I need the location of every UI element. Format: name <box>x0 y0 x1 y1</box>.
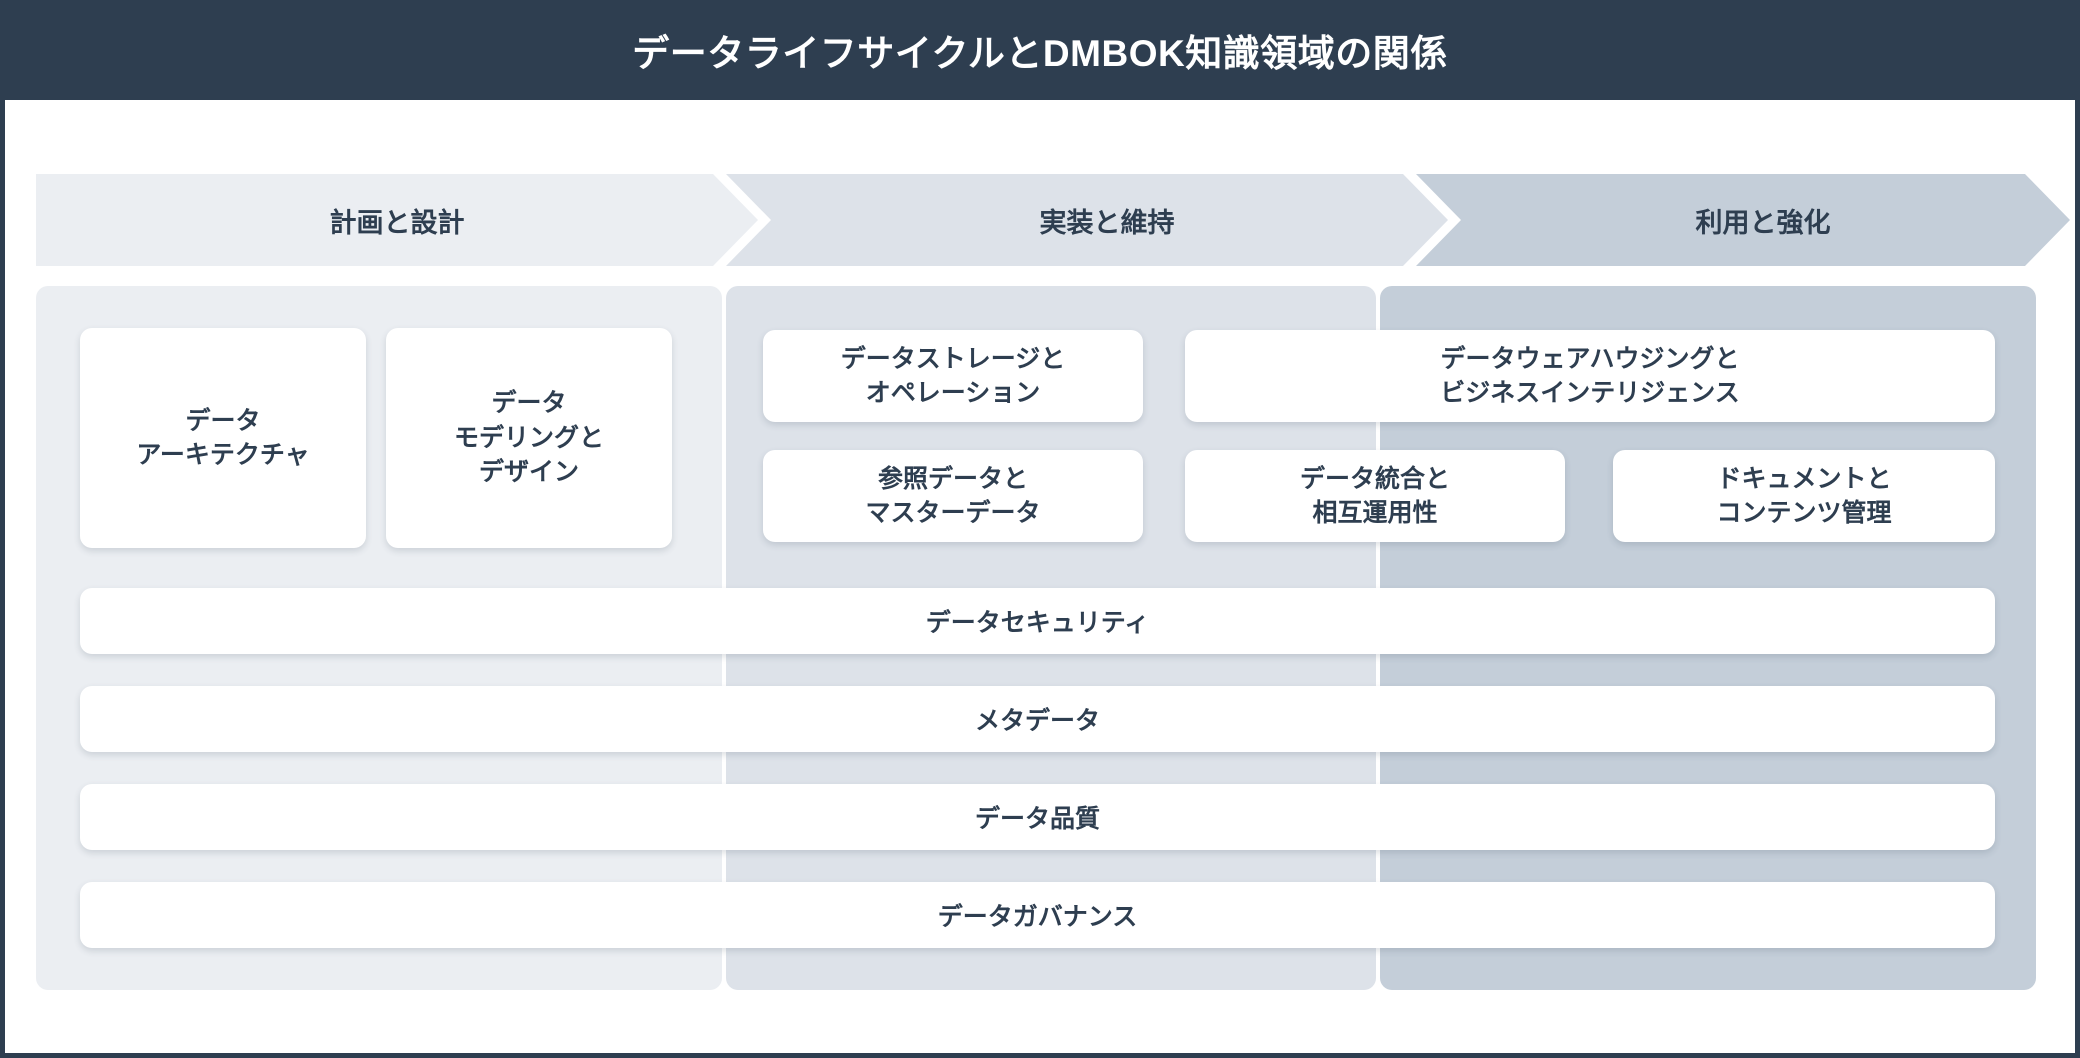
card-document-content-management[interactable]: ドキュメントと コンテンツ管理 <box>1613 450 1995 542</box>
phase-label-implement-maintain: 実装と維持 <box>1039 207 1175 238</box>
card-line: データウェアハウジングと <box>1440 344 1740 373</box>
phase-arrow-band: 計画と設計 実装と維持 利用と強化 <box>36 174 2036 266</box>
card-line: デザイン <box>478 458 579 487</box>
card-line: データ <box>491 389 567 418</box>
card-line: マスターデータ <box>865 499 1041 527</box>
card-line: 相互運用性 <box>1312 499 1438 527</box>
card-line: ドキュメントと <box>1716 464 1892 493</box>
card-reference-master-data[interactable]: 参照データと マスターデータ <box>763 450 1143 542</box>
card-data-storage-operations[interactable]: データストレージと オペレーション <box>763 330 1143 422</box>
frame-border-bottom <box>0 1053 2080 1058</box>
phase-arrow-plan-design: 計画と設計 <box>36 174 758 266</box>
card-line: オペレーション <box>865 379 1041 407</box>
page-header: データライフサイクルとDMBOK知識領域の関係 <box>0 0 2080 100</box>
card-data-warehousing-bi[interactable]: データウェアハウジングと ビジネスインテリジェンス <box>1185 330 1995 422</box>
cross-cutting-bar-data-governance[interactable]: データガバナンス <box>80 882 1995 948</box>
cross-cutting-bar-metadata[interactable]: メタデータ <box>80 686 1995 752</box>
card-line: モデリングと <box>453 423 604 452</box>
frame-border-left <box>0 100 5 1058</box>
card-line: 参照データと <box>877 464 1028 493</box>
phase-label-plan-design: 計画と設計 <box>329 207 465 238</box>
card-line: ビジネスインテリジェンス <box>1440 379 1740 407</box>
phase-label-use-enhance: 利用と強化 <box>1695 207 1831 238</box>
cross-cutting-bar-data-security[interactable]: データセキュリティ <box>80 588 1995 654</box>
card-data-architecture[interactable]: データ アーキテクチャ <box>80 328 366 548</box>
card-line: データ統合と <box>1299 464 1450 493</box>
card-line: データストレージと <box>840 344 1066 373</box>
cross-cutting-bar-data-quality[interactable]: データ品質 <box>80 784 1995 850</box>
card-line: データ <box>185 406 261 435</box>
card-line: コンテンツ管理 <box>1716 499 1892 527</box>
page-title: データライフサイクルとDMBOK知識領域の関係 <box>632 33 1448 74</box>
card-data-integration-interoperability[interactable]: データ統合と 相互運用性 <box>1185 450 1565 542</box>
card-data-modeling-design[interactable]: データ モデリングと デザイン <box>386 328 672 548</box>
frame-border-right <box>2075 100 2080 1058</box>
card-line: アーキテクチャ <box>136 441 310 469</box>
phase-arrow-implement-maintain: 実装と維持 <box>726 174 1448 266</box>
phase-arrow-use-enhance: 利用と強化 <box>1416 174 2070 266</box>
